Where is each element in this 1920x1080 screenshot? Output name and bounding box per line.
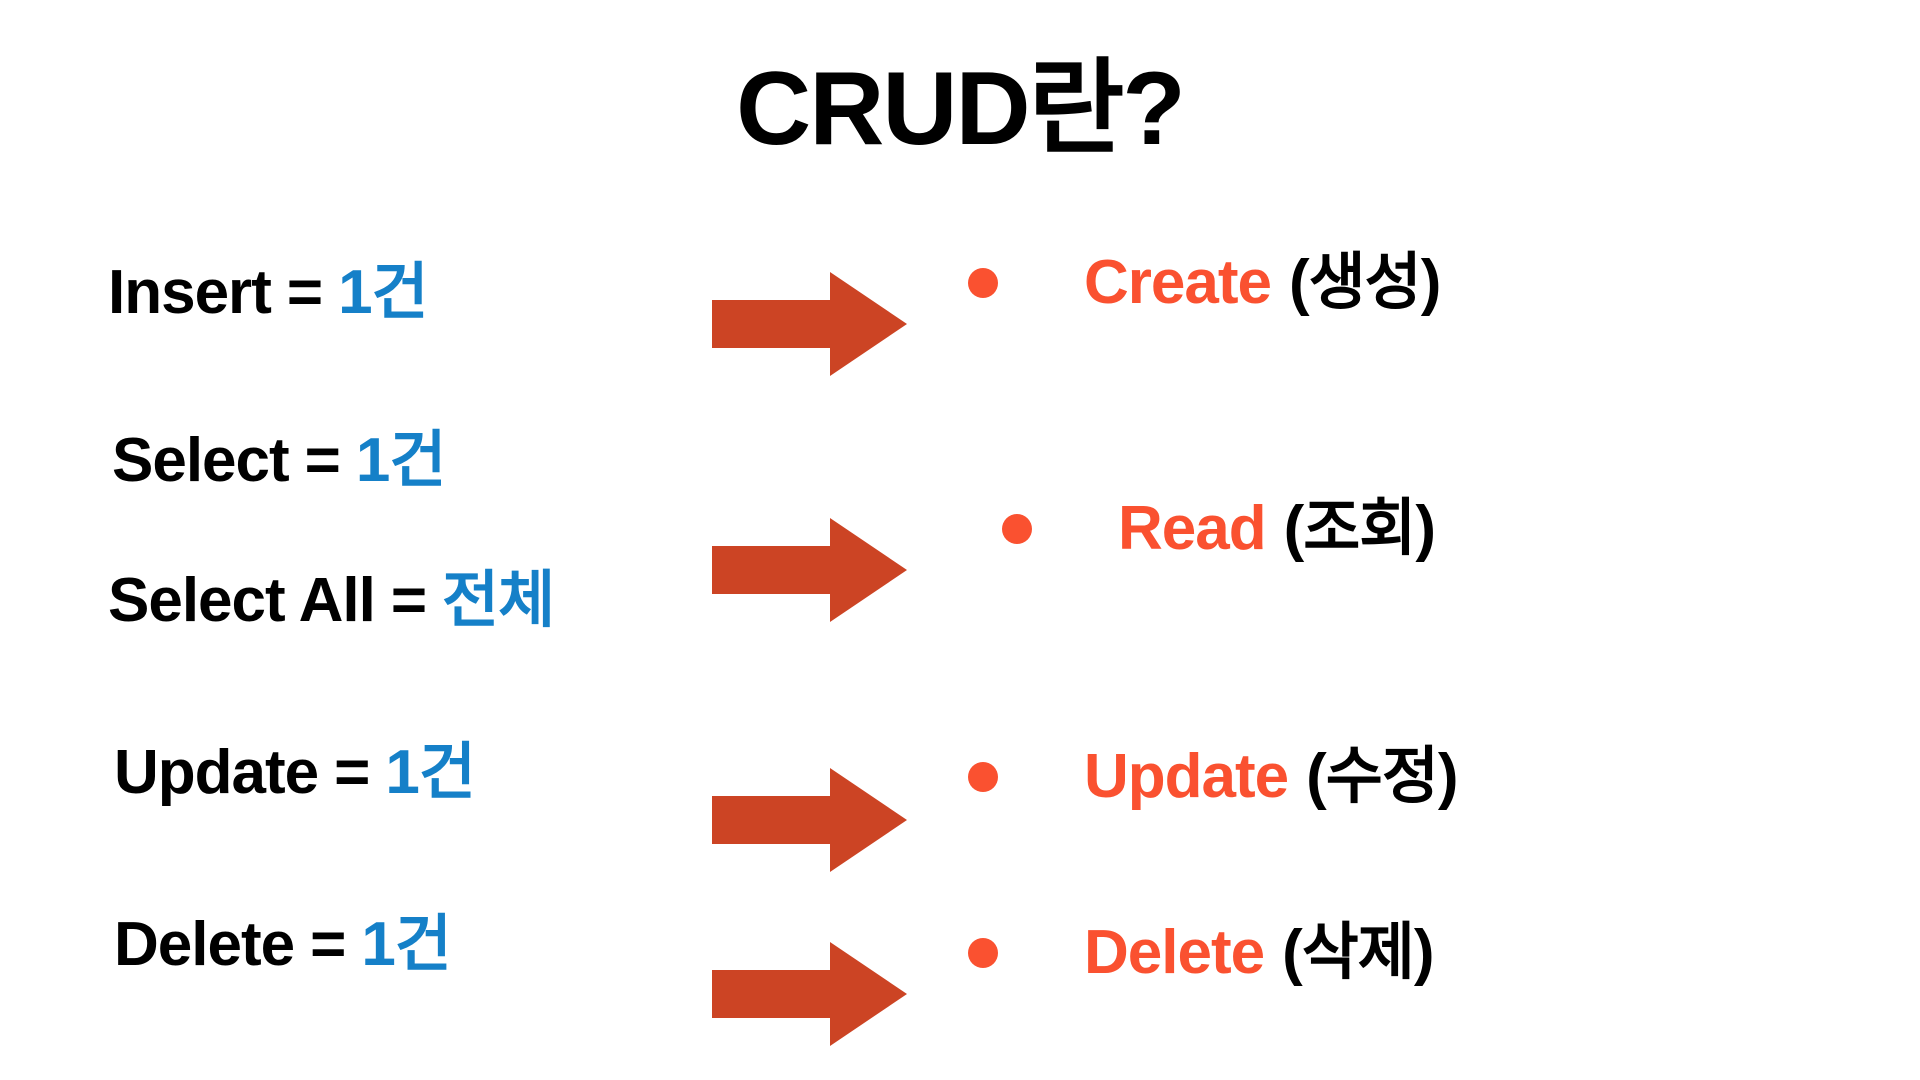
sql-value-update: 1건 [385,738,476,807]
right-arrow-icon-delete [712,942,907,1046]
equals-sign: = [334,738,370,807]
right-arrow-icon-create [712,272,907,376]
crud-term-delete: Delete [1084,918,1265,987]
sql-value-select: 1건 [355,426,447,495]
bullet-icon [968,268,998,298]
equals-sign: = [286,258,323,327]
list-item-select: Select = 1건 [112,426,447,495]
crud-term-create: Create [1084,248,1272,317]
sql-label-insert: Insert [108,258,272,327]
page-title: CRUD란? [736,51,1186,167]
crud-gloss-read: (조회) [1283,494,1436,563]
equals-sign: = [390,566,427,635]
list-item-update: Update = 1건 [114,738,476,807]
sql-label-select: Select [112,426,290,495]
sql-value-select-all: 전체 [442,566,555,635]
sql-value-delete: 1건 [361,910,452,979]
sql-label-select-all: Select All [108,566,376,635]
list-item-read: Read (조회) [1002,494,1436,563]
crud-gloss-create: (생성) [1289,248,1441,317]
list-item-delete: Delete = 1건 [114,910,452,979]
right-arrow-icon-update [712,768,907,872]
right-arrow-icon-read [712,518,907,622]
sql-label-update: Update [114,738,319,807]
equals-sign: = [310,910,346,979]
list-item-delete: Delete (삭제) [968,918,1434,987]
bullet-icon [968,938,998,968]
sql-label-delete: Delete [114,910,295,979]
sql-value-insert: 1건 [338,258,429,327]
list-item-select-all: Select All = 전체 [108,566,555,635]
bullet-icon [1002,514,1032,544]
equals-sign: = [304,426,341,495]
list-item-update: Update (수정) [968,742,1459,811]
crud-gloss-update: (수정) [1306,742,1458,811]
bullet-icon [968,762,998,792]
list-item-insert: Insert = 1건 [108,258,429,327]
crud-gloss-delete: (삭제) [1282,918,1434,987]
crud-term-update: Update [1084,742,1289,811]
crud-term-read: Read [1118,494,1267,563]
list-item-create: Create (생성) [968,248,1441,317]
